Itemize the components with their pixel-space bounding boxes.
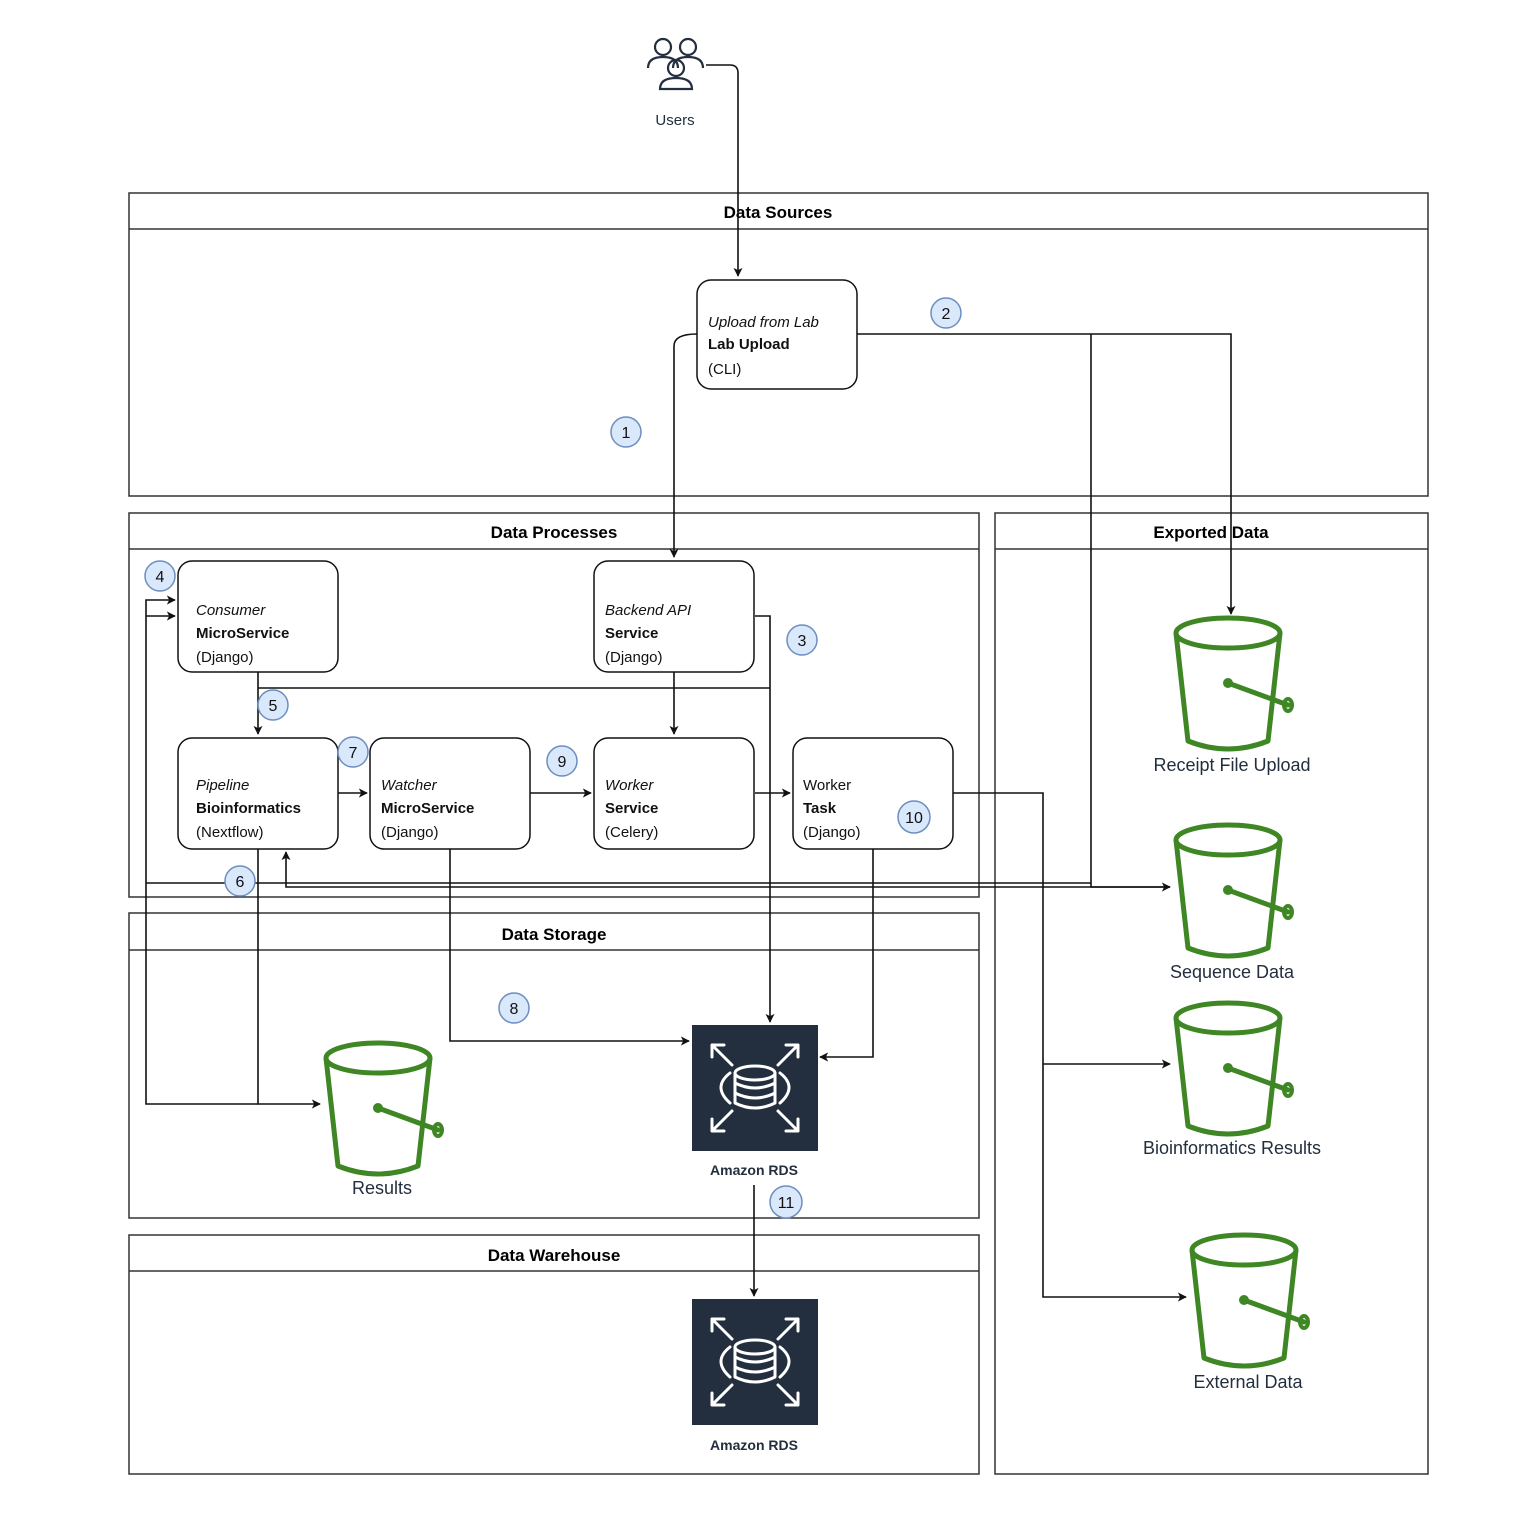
step-badge-10: 10 (897, 800, 931, 834)
edge-lab-upload-to-backend (669, 333, 698, 558)
rds-storage-label: Amazon RDS (710, 1162, 798, 1178)
bucket-icon (1176, 618, 1292, 749)
step-badge-7-text: 7 (349, 745, 358, 762)
lab-upload-plain: (CLI) (708, 361, 741, 378)
step-badge-8: 8 (498, 992, 530, 1024)
consumer-italic: Consumer (196, 602, 266, 619)
worker-service-plain: (Celery) (605, 824, 658, 841)
step-badge-5-text: 5 (269, 698, 278, 715)
backend-api-bold: Service (605, 625, 658, 642)
bucket-sequence-label: Sequence Data (1170, 962, 1295, 982)
edge-lab-upload-to-sequence (1090, 334, 1171, 892)
step-badge-3: 3 (786, 624, 818, 656)
watcher-italic: Watcher (381, 777, 438, 794)
pipeline-bold: Bioinformatics (196, 800, 301, 817)
backend-api-italic: Backend API (605, 602, 691, 619)
edge-task-to-exported (953, 792, 1187, 1302)
worker-task-plain: (Django) (803, 824, 861, 841)
group-title-data-sources: Data Sources (724, 203, 833, 222)
rds-icon (690, 1023, 820, 1153)
step-badges: 1 2 3 4 5 6 7 8 (144, 297, 962, 1219)
group-data-sources: Data Sources (128, 192, 1429, 497)
step-badge-9: 9 (546, 745, 578, 777)
worker-service-bold: Service (605, 800, 658, 817)
bucket-external[interactable]: External Data (1192, 1235, 1308, 1392)
group-title-data-storage: Data Storage (502, 925, 607, 944)
bucket-receipt[interactable]: Receipt File Upload (1153, 618, 1311, 775)
step-badge-5: 5 (257, 689, 289, 721)
component-worker-task[interactable]: Worker Task (Django) (792, 737, 954, 850)
bucket-icon (1176, 825, 1292, 956)
component-backend-api[interactable]: Backend API Service (Django) (593, 560, 755, 673)
group-data-warehouse: Data Warehouse (128, 1234, 980, 1475)
worker-task-italic: Worker (803, 777, 851, 794)
edge-task-to-rds (819, 849, 874, 1062)
bucket-icon (326, 1043, 442, 1174)
watcher-plain: (Django) (381, 824, 439, 841)
step-badge-4-text: 4 (156, 569, 165, 586)
pipeline-italic: Pipeline (196, 777, 249, 794)
edge-watcher-to-rds (449, 849, 690, 1046)
edge-loop-to-consumer-a (145, 595, 258, 1105)
lab-upload-italic: Upload from Lab (708, 314, 819, 331)
group-title-exported-data: Exported Data (1153, 523, 1269, 542)
step-badge-9-text: 9 (558, 754, 567, 771)
group-data-storage: Data Storage (128, 912, 980, 1219)
step-badge-11-text: 11 (778, 1195, 795, 1212)
group-exported-data: Exported Data (994, 512, 1429, 1475)
rds-storage[interactable]: Amazon RDS (690, 1023, 820, 1178)
component-watcher[interactable]: Watcher MicroService (Django) (369, 737, 531, 850)
step-badge-4: 4 (144, 560, 176, 592)
backend-api-plain: (Django) (605, 649, 663, 666)
step-badge-1-text: 1 (622, 425, 631, 442)
edge-loop-to-consumer-b (146, 616, 1091, 884)
bucket-receipt-label: Receipt File Upload (1153, 755, 1310, 775)
group-title-data-warehouse: Data Warehouse (488, 1246, 621, 1265)
step-badge-2-text: 2 (942, 306, 951, 323)
worker-task-bold: Task (803, 800, 837, 817)
edge-users-to-lab-upload (706, 64, 743, 277)
step-badge-7: 7 (337, 736, 369, 768)
bucket-results[interactable]: Results (326, 1043, 442, 1198)
bucket-icon (1176, 1003, 1292, 1134)
group-title-data-processes: Data Processes (491, 523, 618, 542)
lab-upload-bold: Lab Upload (708, 336, 790, 353)
component-worker-service[interactable]: Worker Service (Celery) (593, 737, 755, 850)
edge-lab-upload-to-receipt (857, 333, 1236, 615)
bucket-bioinformatics-label: Bioinformatics Results (1143, 1138, 1321, 1158)
component-pipeline[interactable]: Pipeline Bioinformatics (Nextflow) (177, 737, 339, 850)
rds-warehouse[interactable]: Amazon RDS (690, 1297, 820, 1453)
bucket-icon (1192, 1235, 1308, 1366)
step-badge-6: 6 (224, 865, 256, 897)
bucket-external-label: External Data (1193, 1372, 1303, 1392)
consumer-bold: MicroService (196, 625, 289, 642)
component-consumer[interactable]: Consumer MicroService (Django) (177, 560, 339, 673)
step-badge-8-text: 8 (510, 1001, 519, 1018)
step-badge-2: 2 (930, 297, 962, 329)
pipeline-plain: (Nextflow) (196, 824, 264, 841)
group-data-processes: Data Processes (128, 512, 980, 898)
step-badge-11: 11 (769, 1185, 803, 1219)
step-badge-3-text: 3 (798, 633, 807, 650)
step-badge-10-text: 10 (905, 810, 923, 827)
users-icon (646, 37, 705, 91)
rds-icon (690, 1297, 820, 1427)
step-badge-6-text: 6 (236, 874, 245, 891)
bucket-sequence[interactable]: Sequence Data (1170, 825, 1295, 982)
bucket-results-label: Results (352, 1178, 412, 1198)
edge-backend-to-rds (755, 615, 775, 1023)
component-lab-upload[interactable]: Upload from Lab Lab Upload (CLI) (696, 279, 858, 390)
watcher-bold: MicroService (381, 800, 474, 817)
worker-service-italic: Worker (605, 777, 654, 794)
connectors (145, 64, 1236, 1302)
rds-warehouse-label: Amazon RDS (710, 1437, 798, 1453)
users-label: Users (655, 112, 694, 129)
edge-sequence-to-pipeline (281, 851, 1170, 888)
step-badge-1: 1 (610, 416, 642, 448)
bucket-bioinformatics[interactable]: Bioinformatics Results (1143, 1003, 1321, 1158)
consumer-plain: (Django) (196, 649, 254, 666)
users-node: Users (646, 37, 705, 129)
